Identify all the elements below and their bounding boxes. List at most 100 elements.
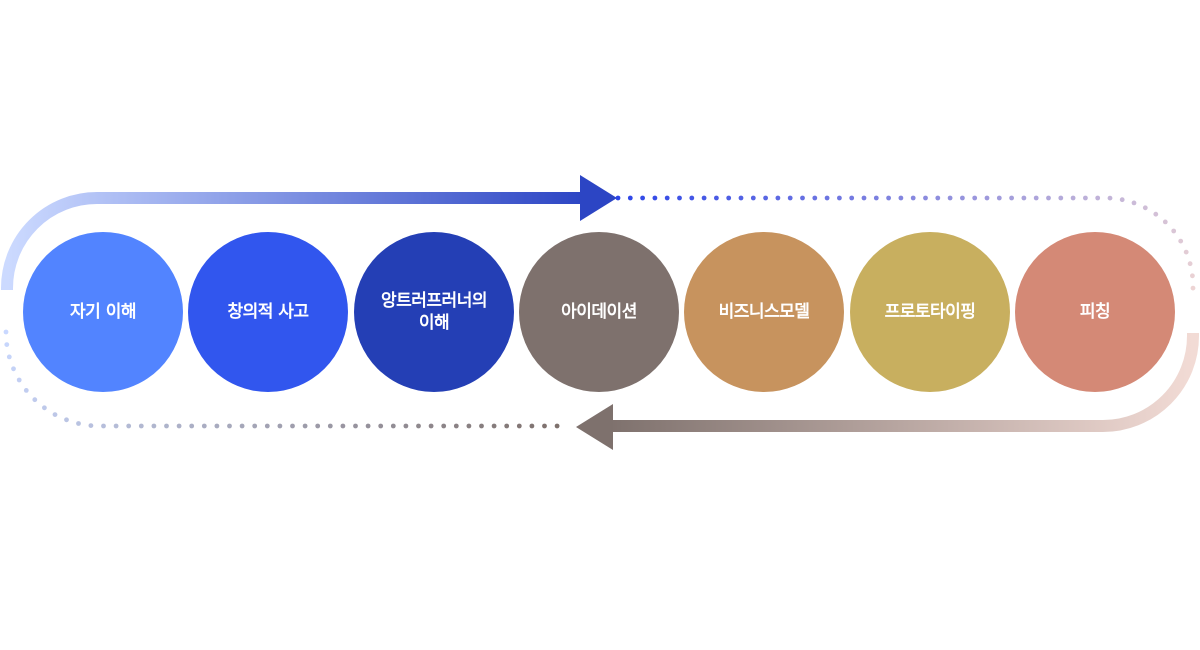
dot (428, 423, 434, 429)
dot (1183, 249, 1189, 255)
dot (64, 417, 69, 423)
dot (176, 423, 182, 429)
dot (1187, 261, 1193, 267)
dot (1153, 211, 1159, 217)
bottom-solid-arrow-line (608, 333, 1199, 432)
dot (16, 377, 22, 383)
step-self-understanding: 자기 이해 (23, 232, 183, 392)
dot (947, 195, 953, 201)
dot (1171, 228, 1177, 234)
dot (1058, 195, 1064, 201)
dot (138, 423, 144, 429)
dot (189, 423, 195, 429)
dot (315, 423, 321, 429)
dot (11, 366, 16, 372)
dot (164, 423, 169, 429)
dot (466, 423, 472, 429)
dot (1033, 195, 1039, 201)
dot (214, 423, 220, 429)
dot (972, 195, 978, 201)
dot (453, 423, 459, 429)
top-arrowhead-icon (580, 175, 617, 221)
dot (701, 195, 707, 201)
dot (290, 423, 295, 429)
dot (42, 405, 47, 411)
dot (689, 195, 695, 201)
dot (1142, 205, 1148, 211)
dot (113, 423, 119, 429)
dot (738, 195, 744, 201)
top-dotted-path (615, 195, 1196, 291)
dot (886, 195, 891, 201)
dot (714, 195, 719, 201)
dot (101, 423, 106, 429)
dot (416, 423, 421, 429)
step-prototyping: 프로토타이핑 (850, 232, 1010, 392)
dot (1070, 195, 1076, 201)
step-label: 자기 이해 (70, 302, 136, 322)
dot (640, 195, 645, 201)
dot (126, 423, 132, 429)
dot (52, 412, 58, 417)
dot (151, 423, 157, 429)
dot (664, 195, 670, 201)
dot (542, 423, 547, 429)
dot (615, 195, 621, 201)
dot (677, 195, 682, 201)
dot (390, 423, 396, 429)
dot (849, 195, 855, 201)
dot (554, 423, 560, 429)
dot (1162, 219, 1168, 225)
step-creative-thinking: 창의적 사고 (188, 232, 348, 392)
dot (227, 423, 232, 429)
dot (4, 342, 10, 347)
dot (1083, 195, 1088, 201)
dot (277, 423, 283, 429)
dot (403, 423, 409, 429)
dot (88, 423, 94, 428)
dot (1131, 200, 1137, 206)
dot (837, 195, 842, 201)
dot (491, 423, 497, 429)
dot (1190, 273, 1195, 279)
dot (479, 423, 484, 429)
dot (726, 195, 732, 201)
dot (627, 195, 633, 201)
dot (787, 195, 793, 201)
dot (3, 329, 9, 335)
dot (984, 195, 990, 201)
dot (264, 423, 270, 429)
step-label: 피칭 (1079, 302, 1111, 322)
step-ideation: 아이데이션 (519, 232, 679, 392)
dot (76, 421, 81, 426)
dot (824, 195, 830, 201)
bottom-arrowhead-icon (576, 404, 613, 450)
step-label: 아이데이션 (561, 302, 637, 322)
dot (935, 195, 941, 201)
dot (529, 423, 535, 429)
step-pitching: 피칭 (1015, 232, 1175, 392)
dot (302, 423, 308, 429)
dot (910, 195, 916, 201)
dot (812, 195, 818, 201)
step-business-model: 비즈니스모델 (684, 232, 844, 392)
dot (960, 195, 965, 201)
dot (750, 195, 756, 201)
dot (239, 423, 245, 429)
dot (996, 195, 1002, 201)
dot (23, 388, 29, 393)
dot (504, 423, 510, 429)
dot (1095, 195, 1101, 201)
dot (340, 423, 346, 429)
step-label: 프로토타이핑 (884, 302, 976, 322)
dot (441, 423, 447, 429)
dot (861, 195, 867, 201)
dot (1107, 195, 1113, 201)
bottom-dotted-path (3, 329, 560, 429)
dot (32, 397, 38, 403)
dot (1021, 195, 1027, 201)
dot (378, 423, 384, 429)
dot (873, 195, 879, 201)
dot (1119, 197, 1125, 203)
dot (1190, 285, 1196, 291)
